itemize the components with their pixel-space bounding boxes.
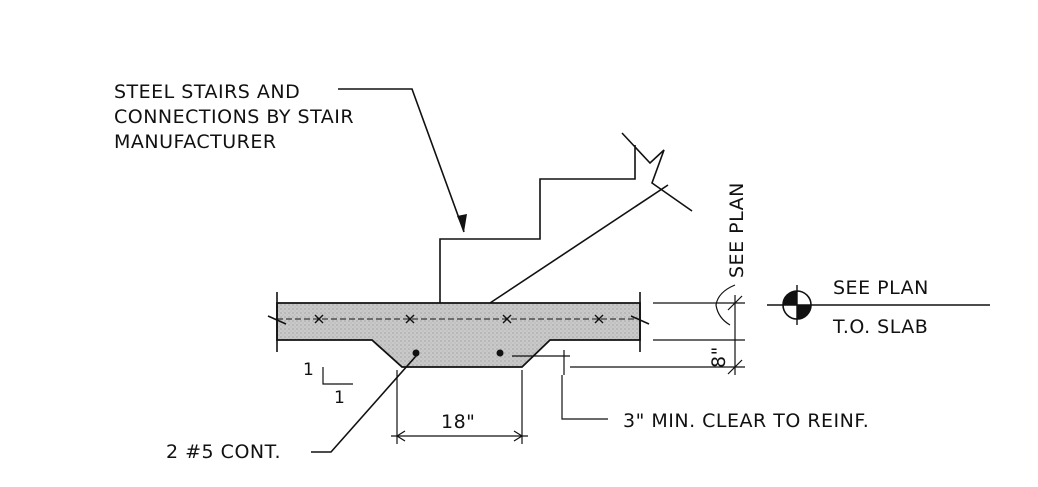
rebar-dot-left: [412, 349, 420, 357]
stair-break-symbol: [621, 132, 693, 212]
slope-rise-label: 1: [303, 360, 314, 380]
thickened-width-label: 18": [441, 411, 475, 433]
stairs-note-line-1: STEEL STAIRS AND: [114, 81, 300, 103]
rebar-dot-right: [496, 349, 504, 357]
rebar-note: 2 #5 CONT.: [166, 441, 281, 463]
stairs-note-line-2: CONNECTIONS BY STAIR: [114, 106, 354, 128]
slope-run-label: 1: [334, 388, 345, 408]
slab-thickness-label: 8": [708, 346, 730, 368]
elevation-bottom-label: T.O. SLAB: [832, 316, 928, 338]
clearance-leader: [512, 350, 608, 420]
stairs-note-leader: [338, 88, 465, 233]
slab-break-left: [267, 292, 287, 352]
see-plan-vertical-leader: [715, 284, 736, 326]
reinforcement-x-marks: [314, 314, 604, 324]
stairs-note-line-3: MANUFACTURER: [114, 131, 277, 153]
slab-break-right: [630, 292, 650, 352]
rebar-note-leader: [311, 355, 417, 453]
thickened-width-dimension: [391, 370, 528, 444]
stair-stringer: [489, 184, 669, 304]
elevation-top-label: SEE PLAN: [833, 277, 929, 299]
clearance-note: 3" MIN. CLEAR TO REINF.: [623, 410, 869, 432]
stairs-note-arrowhead: [457, 214, 467, 232]
elevation-marker: [767, 285, 990, 325]
see-plan-vertical-note: SEE PLAN: [726, 182, 748, 278]
slab-thickness-dimension: [570, 295, 745, 375]
concrete-slab: [276, 302, 641, 368]
slope-indicator: [322, 367, 353, 385]
stair-profile: [439, 145, 636, 303]
